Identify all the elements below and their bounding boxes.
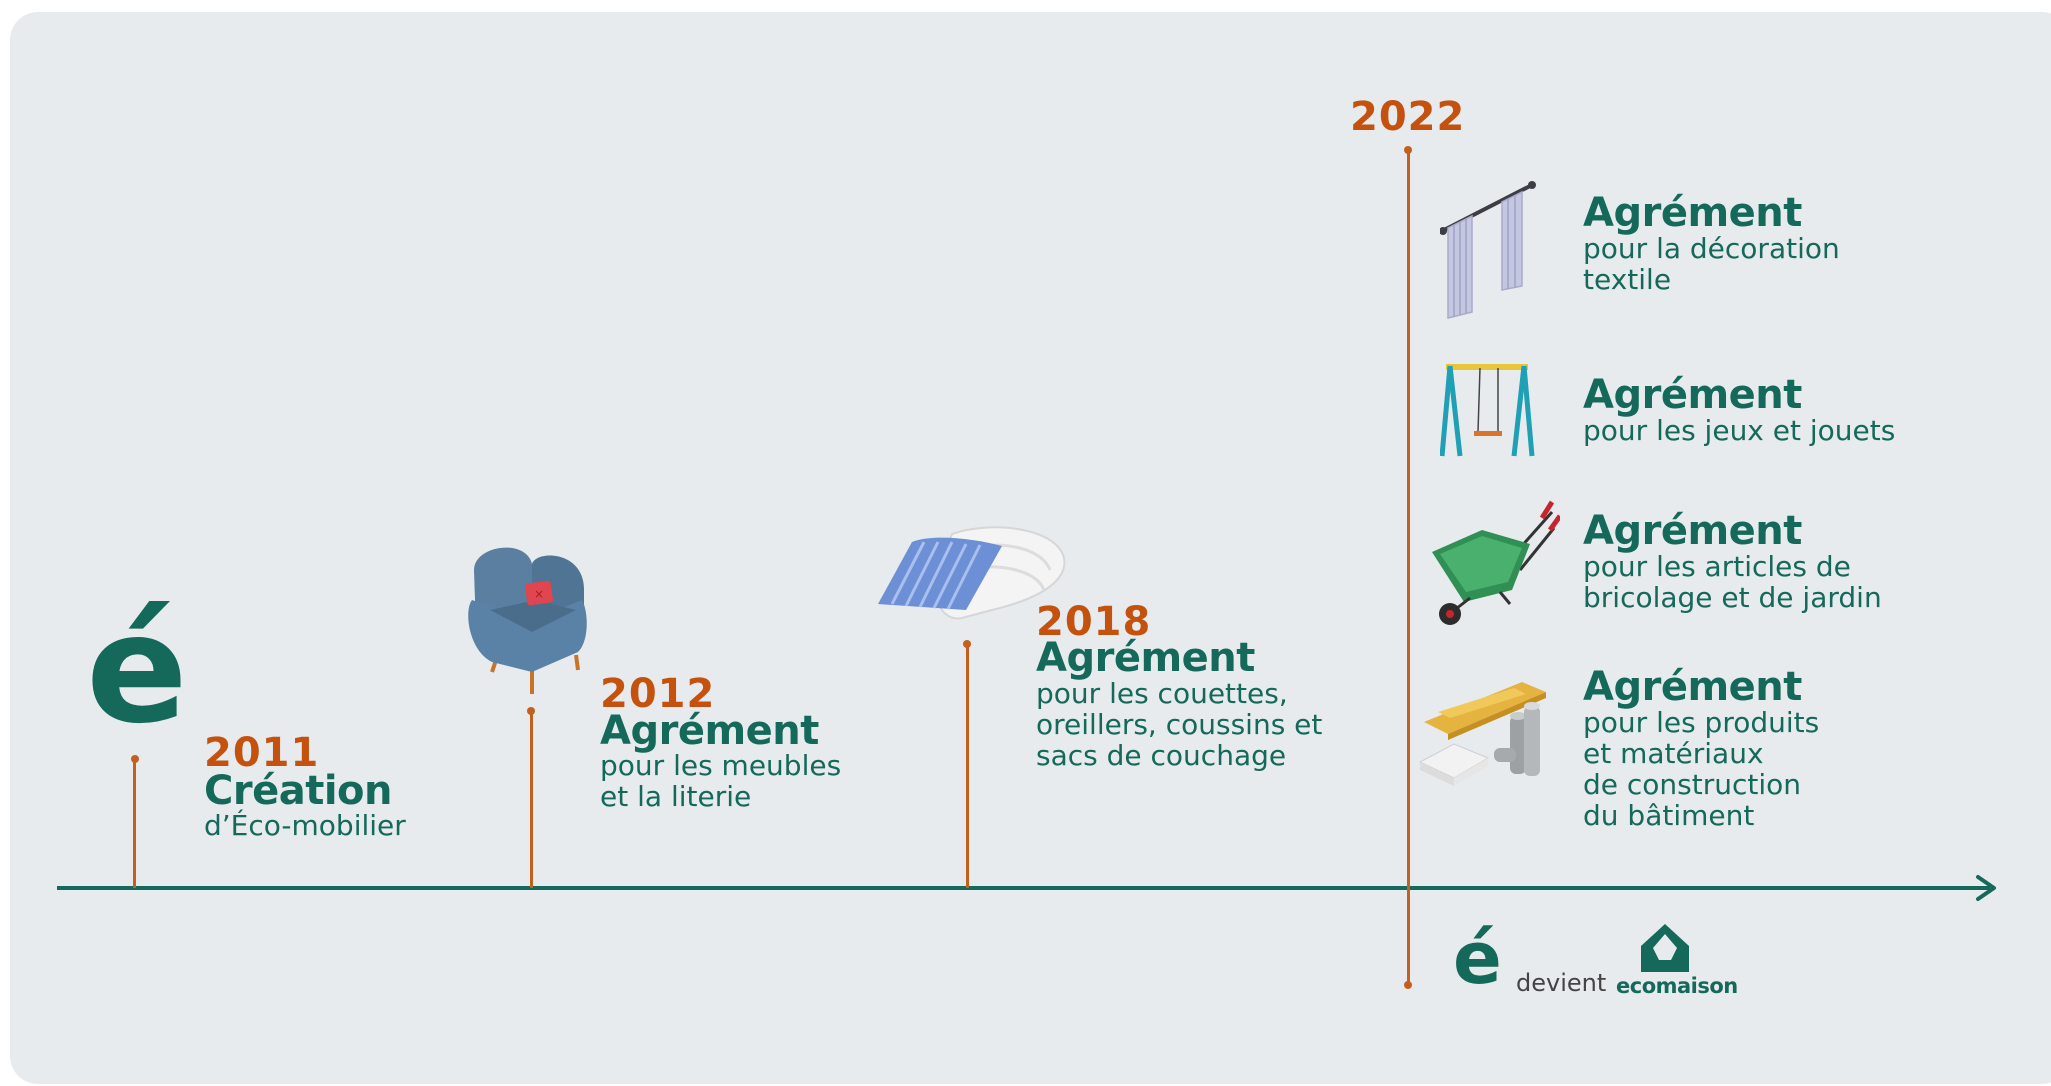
rename-verb: devient <box>1516 969 1607 997</box>
event-stem-line <box>1407 150 1410 984</box>
event-year: 2012 <box>600 671 716 717</box>
curtain-icon <box>1440 181 1536 319</box>
event-description: d’Éco-mobilier <box>204 809 406 842</box>
armchair-icon: × <box>468 547 587 694</box>
agreement-title: Agrément <box>1583 508 1802 554</box>
event-stem-line <box>530 711 533 888</box>
swing-icon <box>1440 364 1535 457</box>
agreement-description: pour la décoration textile <box>1583 232 1840 296</box>
event-title: Agrément <box>600 708 819 754</box>
event-title: Création <box>204 768 393 814</box>
event-description: pour les meubles et la literie <box>600 749 842 813</box>
eco-mobilier-small-logo-icon: é <box>1453 916 1502 1000</box>
agreement-title: Agrément <box>1583 372 1802 418</box>
event-stem-line <box>966 644 969 888</box>
event-stem-line <box>133 759 136 888</box>
pillow-duvet-icon <box>878 526 1066 620</box>
event-end-dot <box>1404 981 1412 989</box>
agreement-title: Agrément <box>1583 190 1802 236</box>
building-materials-icon <box>1418 682 1546 786</box>
event-year: 2018 <box>1036 599 1152 645</box>
agreement-description: pour les produits et matériaux de constr… <box>1583 706 1820 832</box>
ecomaison-house-icon <box>1641 924 1689 972</box>
event-year: 2011 <box>204 730 320 776</box>
eco-mobilier-logo-icon: é <box>86 583 188 757</box>
event-title: Agrément <box>1036 635 1255 681</box>
wheelbarrow-icon <box>1432 500 1560 625</box>
svg-text:×: × <box>534 587 544 601</box>
agreement-description: pour les articles de bricolage et de jar… <box>1583 550 1882 614</box>
axis-arrow-icon <box>1976 875 1996 901</box>
agreement-description: pour les jeux et jouets <box>1583 414 1896 447</box>
event-description: pour les couettes, oreillers, coussins e… <box>1036 677 1323 772</box>
event-year: 2022 <box>1350 94 1466 140</box>
ecomaison-wordmark: ecomaison <box>1616 974 1738 998</box>
agreement-title: Agrément <box>1583 664 1802 710</box>
